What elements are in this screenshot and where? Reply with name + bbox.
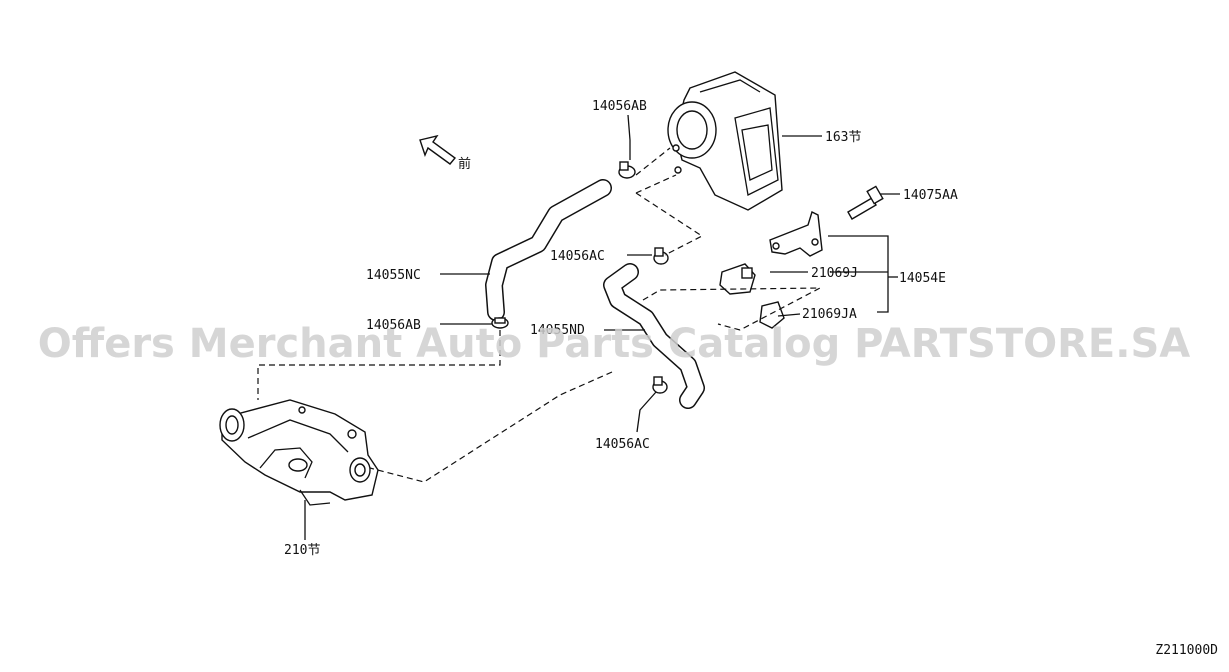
front-arrow-icon: [419, 134, 457, 165]
clamp-14056ab-lower: [491, 317, 509, 329]
dashed-connectors: [257, 147, 821, 483]
water-outlet-housing-drawing: [219, 399, 379, 506]
throttle-body-drawing: [667, 71, 783, 211]
watermark: Offers Merchant Auto Parts Catalog PARTS…: [38, 321, 1190, 367]
clamp-14056ac-middle: [653, 247, 669, 265]
leader-lines: [304, 114, 900, 540]
part-label-163[interactable]: 163节: [825, 130, 861, 145]
hose-14055nd: [603, 263, 705, 409]
part-label-14055nc[interactable]: 14055NC: [366, 268, 421, 283]
part-label-14075aa[interactable]: 14075AA: [903, 188, 958, 203]
part-label-21069j[interactable]: 21069J: [811, 266, 858, 281]
clamp-14056ac-lower: [652, 376, 668, 394]
part-label-14056ab-lower[interactable]: 14056AB: [366, 318, 421, 333]
valve-21069ja: [759, 301, 785, 329]
front-direction-label: 前: [458, 156, 471, 172]
bolt-14075aa: [847, 185, 884, 220]
part-label-14056ac-middle[interactable]: 14056AC: [550, 249, 605, 264]
hose-14055nc: [485, 179, 612, 321]
part-label-14056ab-top[interactable]: 14056AB: [592, 99, 647, 114]
part-label-210[interactable]: 210节: [284, 543, 320, 558]
bracket-14054e: [769, 211, 823, 257]
clamp-14056ab-top: [618, 161, 636, 179]
drawing-code: Z211000D: [1155, 643, 1218, 658]
part-label-21069ja[interactable]: 21069JA: [802, 307, 857, 322]
part-label-14054e[interactable]: 14054E: [899, 271, 946, 286]
valve-21069j: [719, 263, 756, 295]
part-label-14056ac-lower[interactable]: 14056AC: [595, 437, 650, 452]
part-label-14055nd[interactable]: 14055ND: [530, 323, 585, 338]
